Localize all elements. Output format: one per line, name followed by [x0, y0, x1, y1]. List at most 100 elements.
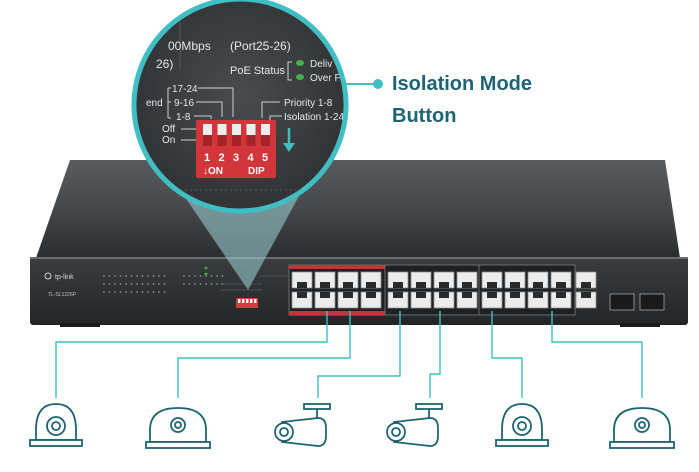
status-led — [130, 283, 133, 285]
status-led — [163, 291, 166, 293]
port-latch — [556, 292, 566, 298]
switch-top-surface — [36, 160, 680, 258]
status-led — [205, 283, 207, 285]
status-led — [103, 291, 105, 293]
dip-lever-small — [242, 299, 245, 303]
dip-switch-body — [196, 120, 276, 178]
status-led — [108, 291, 111, 293]
port-latch — [510, 282, 520, 288]
callout-title-line1: Isolation Mode — [392, 73, 532, 95]
dip-lever[interactable] — [246, 124, 256, 135]
dome-camera-icon — [495, 403, 549, 447]
poe-deliver-led — [296, 60, 304, 66]
status-led — [188, 275, 191, 277]
ceiling-camera-icon — [609, 407, 675, 449]
port-latch — [416, 282, 426, 288]
port-latch — [297, 292, 307, 298]
highlight-bar-bottom — [289, 311, 385, 315]
status-led — [221, 275, 224, 277]
port-latch — [581, 292, 591, 298]
status-led — [125, 291, 127, 293]
brand-logo: tp-link — [44, 272, 74, 281]
status-led — [108, 283, 111, 285]
status-led — [158, 283, 160, 285]
brand-logo-text: tp-link — [55, 274, 74, 281]
poe-deliver-text: Deliv — [310, 59, 332, 70]
port-latch — [439, 282, 449, 288]
status-led — [141, 291, 144, 293]
status-led — [136, 291, 138, 293]
dip-number: 1 — [204, 152, 210, 164]
status-led — [119, 275, 122, 277]
port-latch — [487, 292, 497, 298]
status-led — [188, 283, 191, 285]
connection-lines — [55, 311, 643, 398]
port-latch — [487, 282, 497, 288]
status-led — [158, 291, 160, 293]
dip-lever[interactable] — [261, 124, 270, 135]
dip-number: 5 — [262, 152, 268, 164]
status-led — [152, 275, 155, 277]
dip-lever-small — [238, 299, 241, 303]
extend-label-frag: end — [146, 98, 163, 109]
dip-number: 3 — [233, 152, 239, 164]
port-latch — [343, 292, 353, 298]
dip-lever-small — [254, 299, 257, 303]
port-latch — [533, 282, 543, 288]
port-latch — [462, 282, 472, 288]
dip-lever[interactable] — [217, 124, 227, 135]
device-row — [29, 403, 675, 449]
power-led — [204, 266, 208, 270]
on-label: On — [162, 135, 175, 146]
dip-on-marker: ↓ON — [203, 166, 223, 177]
port-latch — [462, 292, 472, 298]
status-led — [147, 275, 149, 277]
led-panel — [103, 266, 290, 293]
arrow-down-icon — [283, 128, 295, 152]
zoom-speed-text: 00Mbps — [168, 39, 211, 53]
port-latch — [533, 292, 543, 298]
bullet-camera-icon — [386, 403, 443, 447]
dip-label: DIP — [248, 166, 265, 177]
ceiling-camera-icon — [145, 407, 211, 449]
status-led — [183, 283, 185, 285]
port-latch — [343, 282, 353, 288]
port-latch — [393, 282, 403, 288]
model-label: TL-SL1226P — [48, 292, 77, 298]
dome-camera-icon — [29, 403, 83, 447]
status-led — [194, 283, 196, 285]
status-led — [147, 283, 149, 285]
poe-switch: tp-link TL-SL1226P — [30, 160, 688, 327]
dip-number: 2 — [219, 152, 225, 164]
port-latch — [556, 282, 566, 288]
status-led — [141, 283, 144, 285]
status-led — [216, 283, 218, 285]
highlight-bar-top — [289, 265, 385, 269]
callout-dot — [373, 79, 383, 89]
sfp-port-1[interactable] — [609, 293, 635, 311]
status-led — [152, 283, 155, 285]
status-led — [114, 275, 116, 277]
port-latch — [366, 282, 376, 288]
dip-lever-small — [250, 299, 253, 303]
dip-lever[interactable] — [203, 124, 212, 135]
zoom-port-range: (Port25-26) — [230, 39, 291, 53]
status-led — [125, 275, 127, 277]
status-led — [125, 283, 127, 285]
status-led — [114, 283, 116, 285]
callout-title-line2: Button — [392, 105, 457, 127]
dip-lever[interactable] — [232, 124, 241, 135]
status-led — [194, 275, 196, 277]
status-led — [216, 275, 218, 277]
status-led — [163, 283, 166, 285]
sfp-port-2[interactable] — [639, 293, 665, 311]
port-latch — [581, 282, 591, 288]
status-led — [152, 291, 155, 293]
dip-number: 4 — [248, 152, 255, 164]
status-led — [136, 283, 138, 285]
status-led — [114, 291, 116, 293]
status-led — [119, 283, 122, 285]
status-led — [183, 275, 185, 277]
